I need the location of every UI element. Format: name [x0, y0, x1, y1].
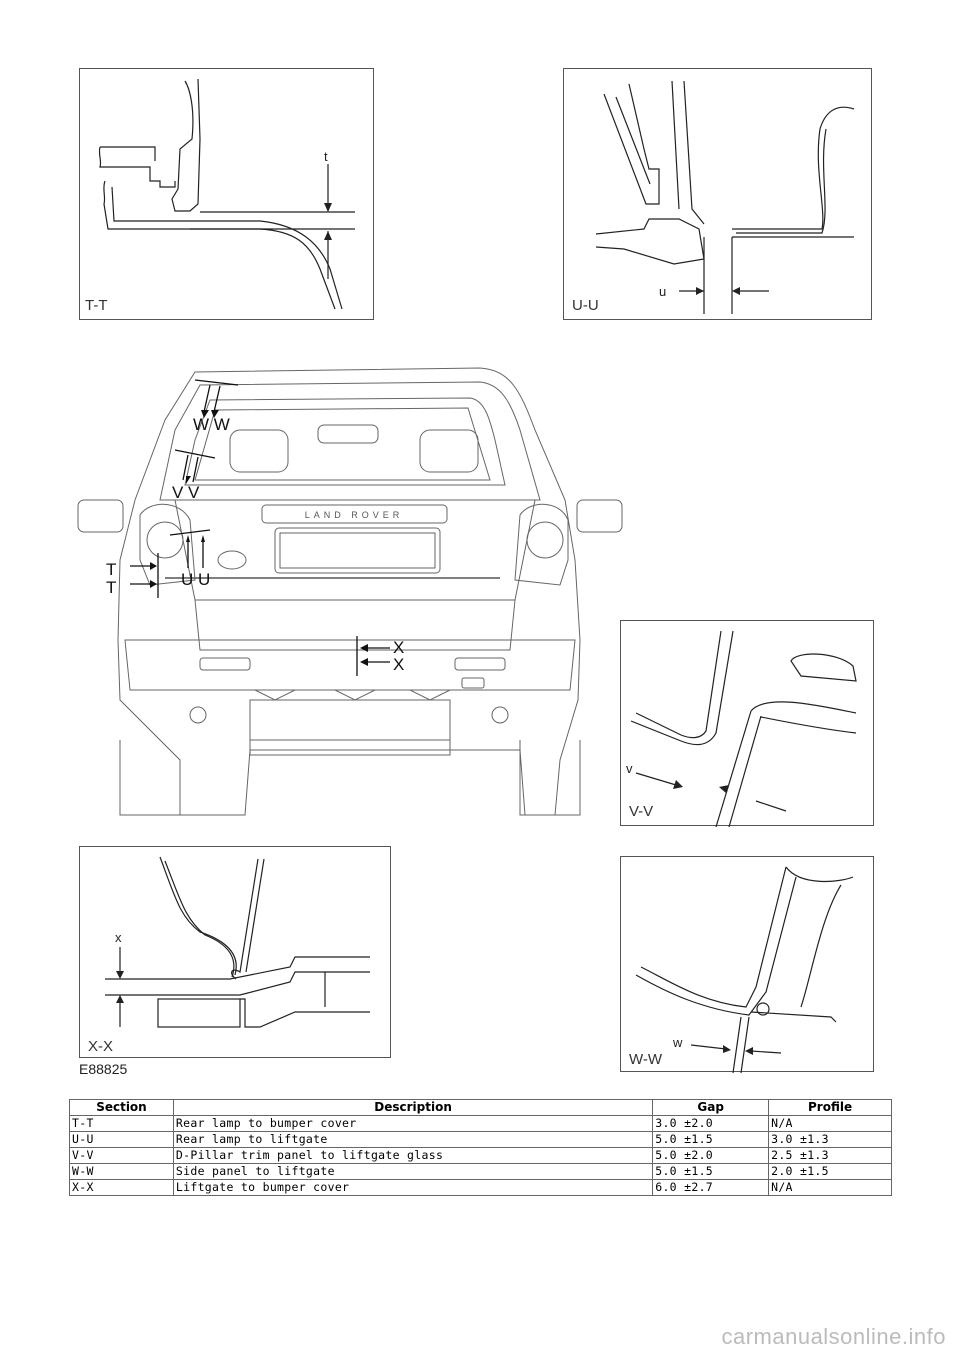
cell-section: X-X [69, 1179, 174, 1196]
cell-description: Liftgate to bumper cover [172, 1179, 654, 1196]
vehicle-rear-view: LAND ROVER W W V V T T U U X X [77, 367, 623, 816]
cell-section: V-V [69, 1147, 174, 1164]
section-uu-drawing: u [595, 80, 855, 314]
cell-description: D-Pillar trim panel to liftgate glass [172, 1147, 654, 1164]
section-tt-label: T-T [85, 297, 108, 314]
cell-profile: 3.0 ±1.3 [768, 1131, 892, 1148]
marker-t-top-label: T [106, 560, 116, 579]
table-row: V-V D-Pillar trim panel to liftgate glas… [69, 1147, 892, 1164]
section-tt-panel: t T-T [79, 68, 374, 320]
section-xx-drawing: x [105, 856, 370, 1028]
uu-dim-label: u [659, 284, 666, 299]
table-row: X-X Liftgate to bumper cover 6.0 ±2.7 N/… [69, 1179, 892, 1196]
cell-description: Rear lamp to liftgate [172, 1131, 654, 1148]
table-row: W-W Side panel to liftgate 5.0 ±1.5 2.0 … [69, 1163, 892, 1180]
section-ww-panel: w W-W [620, 856, 874, 1073]
column-header-section: Section [69, 1099, 174, 1116]
ww-dim-label: w [672, 1035, 683, 1050]
cell-description: Rear lamp to bumper cover [172, 1115, 654, 1132]
marker-t-bottom-label: T [106, 578, 116, 597]
column-header-description: Description [172, 1099, 654, 1116]
column-header-profile: Profile [768, 1099, 892, 1116]
cell-gap: 5.0 ±1.5 [652, 1163, 770, 1180]
cell-gap: 5.0 ±2.0 [652, 1147, 770, 1164]
cell-gap: 5.0 ±1.5 [652, 1131, 770, 1148]
figure-reference: E88825 [79, 1061, 128, 1077]
cell-profile: N/A [768, 1115, 892, 1132]
section-uu-panel: u U-U [563, 68, 872, 320]
section-xx-panel: x X-X [79, 846, 391, 1058]
table-row: U-U Rear lamp to liftgate 5.0 ±1.5 3.0 ±… [69, 1131, 892, 1148]
section-vv-label: V-V [629, 803, 654, 820]
section-vv-drawing: v [626, 630, 857, 827]
section-xx-label: X-X [88, 1038, 114, 1055]
cell-profile: 2.0 ±1.5 [768, 1163, 892, 1180]
cell-profile: N/A [768, 1179, 892, 1196]
marker-x-bottom-label: X [393, 655, 404, 674]
section-vv-panel: v V-V [620, 620, 874, 827]
section-uu-label: U-U [572, 297, 599, 314]
site-watermark: carmanualsonline.info [721, 1324, 946, 1349]
xx-dim-label: x [115, 930, 122, 945]
cell-gap: 3.0 ±2.0 [652, 1115, 770, 1132]
table-row: T-T Rear lamp to bumper cover 3.0 ±2.0 N… [69, 1115, 892, 1132]
section-ww-drawing: w [635, 866, 854, 1073]
cell-section: T-T [69, 1115, 174, 1132]
section-ww-label: W-W [629, 1051, 663, 1068]
cell-section: U-U [69, 1131, 174, 1148]
gap-profile-table: Section Description Gap Profile T-T Rear… [69, 1099, 892, 1196]
cell-profile: 2.5 ±1.3 [768, 1147, 892, 1164]
marker-v-label: V V [172, 483, 200, 502]
section-tt-drawing: t [98, 78, 355, 310]
land-rover-badge: LAND ROVER [305, 510, 404, 520]
vv-dim-label: v [626, 761, 633, 776]
marker-w-label: W W [193, 415, 230, 434]
cell-section: W-W [69, 1163, 174, 1180]
column-header-gap: Gap [652, 1099, 770, 1116]
cell-gap: 6.0 ±2.7 [652, 1179, 770, 1196]
table-header-row: Section Description Gap Profile [69, 1099, 892, 1116]
marker-u-label: U U [181, 570, 210, 589]
tt-dim-label: t [324, 149, 328, 164]
cell-description: Side panel to liftgate [172, 1163, 654, 1180]
marker-x-top-label: X [393, 638, 404, 657]
